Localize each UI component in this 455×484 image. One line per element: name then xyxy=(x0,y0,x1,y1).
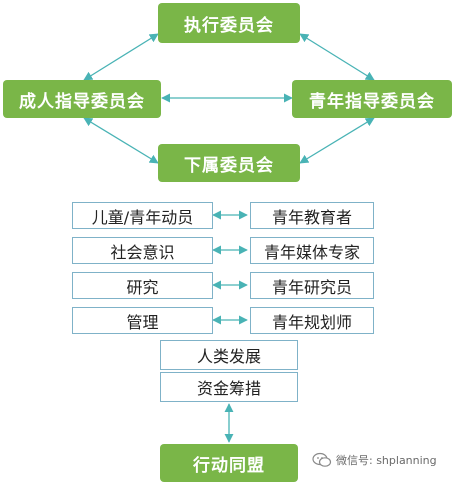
watermark-text: 微信号: shplanning xyxy=(336,454,437,467)
pair-right-4: 青年规划师 xyxy=(250,307,374,334)
arrow-executive-youth xyxy=(299,33,375,81)
action-alliance-node: 行动同盟 xyxy=(160,444,298,482)
arrow-youth-subordinate xyxy=(299,117,375,164)
stack-item-fundraising: 资金筹措 xyxy=(160,372,298,402)
subordinate-committee-node: 下属委员会 xyxy=(158,144,300,182)
pair-left-2: 社会意识 xyxy=(72,237,213,264)
pair-left-1: 儿童/青年动员 xyxy=(72,202,213,229)
arrow-adult-subordinate xyxy=(83,117,159,164)
executive-committee-node: 执行委员会 xyxy=(158,3,300,43)
wechat-icon xyxy=(312,452,332,467)
arrow-executive-adult xyxy=(83,33,159,81)
youth-guidance-committee-node: 青年指导委员会 xyxy=(292,80,452,118)
pair-right-2: 青年媒体专家 xyxy=(250,237,374,264)
pair-right-3: 青年研究员 xyxy=(250,272,374,299)
pair-left-3: 研究 xyxy=(72,272,213,299)
stack-item-human-development: 人类发展 xyxy=(160,340,298,370)
pair-right-1: 青年教育者 xyxy=(250,202,374,229)
watermark: 微信号: shplanning xyxy=(312,452,437,468)
adult-guidance-committee-node: 成人指导委员会 xyxy=(3,80,161,118)
pair-left-4: 管理 xyxy=(72,307,213,334)
